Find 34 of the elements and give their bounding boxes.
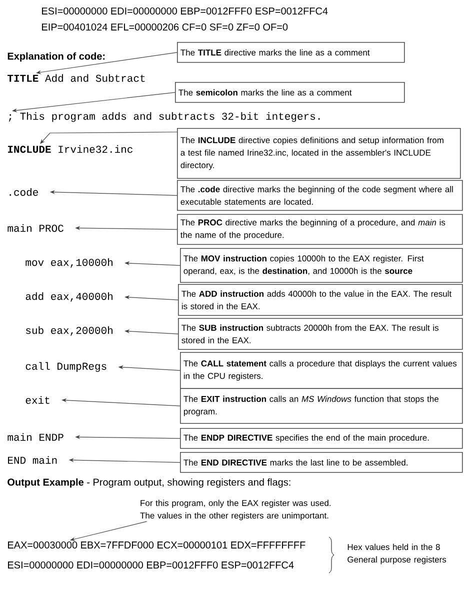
arrow [40, 132, 178, 144]
arrow [70, 521, 148, 542]
code-line: main PROC [8, 224, 64, 232]
explanation-box: The PROC directive marks the beginning of a procedure, and main is the name of the procedure. [177, 214, 463, 245]
code-line: TITLE Add and Subtract [8, 74, 145, 82]
explanation-box: The ADD instruction adds 40000h to the value in the EAX. The result is stored in the EAX. [178, 284, 463, 316]
note-text: For this program, only the EAX register was used. The values in the other registers are unimportant. [140, 500, 330, 520]
code-line: sub eax,20000h [26, 326, 112, 336]
explanation-box: The semicolon marks the line as a comment [175, 82, 405, 103]
explanation-box: The ENDP DIRECTIVE specifies the end of the main procedure. [180, 428, 463, 449]
register-line: ESI=00000000 EDI=00000000 EBP=0012FFF0 ESP=0012FFC4 [8, 561, 294, 569]
code-line: mov eax,10000h [26, 258, 112, 268]
explanation-box: The EXIT instruction calls an MS Windows function that stops the program. [180, 388, 463, 424]
code-line: INCLUDE Irvine32.inc [8, 145, 132, 153]
register-line: EAX=00030000 EBX=7FFDF000 ECX=00000101 EDX=FFFFFFFF [8, 541, 306, 549]
explanation-box: The INCLUDE directive copies definitions and setup information from a test file named Irine32.inc, located in the assembler's INCLUDE directory. [177, 128, 461, 179]
register-line: ESI=00000000 EDI=00000000 EBP=0012FFF0 ESP=0012FFC4 [42, 7, 328, 15]
heading: Explanation of code: [8, 52, 105, 62]
explanation-box: The MOV instruction copies 10000h to the EAX register. First operand, eax, is the destination, and 10000h is the source [180, 248, 463, 283]
code-line: ; This program adds and subtracts 32-bit integers. [9, 112, 320, 122]
explanation-box: The .code directive marks the beginning of the code segment where all executable statements are located. [177, 180, 463, 211]
heading: Output Example - Program output, showing registers and flags: [8, 478, 290, 488]
explanation-box: The CALL statement calls a procedure that displays the current values in the CPU registers. [180, 352, 463, 389]
code-line: add eax,40000h [26, 292, 112, 302]
code-line: call DumpRegs [26, 362, 106, 372]
explanation-box: The SUB instruction subtracts 20000h from the EAX. The result is stored in the EAX. [178, 318, 463, 350]
explanation-box: The TITLE directive marks the line as a comment [177, 42, 405, 63]
register-line: EIP=00401024 EFL=00000206 CF=0 SF=0 ZF=0 OF=0 [42, 23, 288, 31]
code-line: main ENDP [8, 433, 64, 441]
brace-note: Hex values held in the 8 General purpose registers [348, 544, 446, 564]
explanation-box: The END DIRECTIVE marks the last line to be assembled. [180, 452, 463, 473]
code-line: .code [10, 188, 38, 196]
code-line: exit [26, 396, 50, 404]
code-line: END main [8, 456, 57, 464]
